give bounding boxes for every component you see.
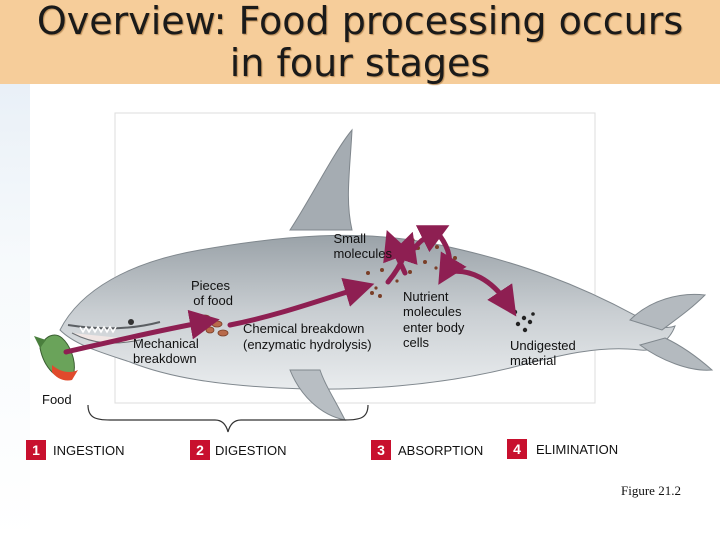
label-mechanical-2: breakdown bbox=[133, 351, 197, 366]
stage-2-label: DIGESTION bbox=[215, 443, 287, 458]
label-nutrient-4: cells bbox=[403, 335, 430, 350]
stage-1-label: INGESTION bbox=[53, 443, 125, 458]
label-chemical-1: Chemical breakdown bbox=[243, 321, 364, 336]
stage-3-label: ABSORPTION bbox=[398, 443, 483, 458]
figure-caption: Figure 21.2 bbox=[621, 483, 681, 498]
stage-2-number: 2 bbox=[196, 442, 204, 458]
label-chemical-2: (enzymatic hydrolysis) bbox=[243, 337, 372, 352]
label-nutrient-3: enter body bbox=[403, 320, 465, 335]
label-mechanical-1: Mechanical bbox=[133, 336, 199, 351]
label-small-molecules-1: Small bbox=[333, 231, 366, 246]
label-undigested-2: material bbox=[510, 353, 556, 368]
label-nutrient-1: Nutrient bbox=[403, 289, 449, 304]
label-undigested-1: Undigested bbox=[510, 338, 576, 353]
label-pieces-2: of food bbox=[193, 293, 233, 308]
stage-2: 2 DIGESTION bbox=[190, 440, 287, 460]
stage-1: 1 INGESTION bbox=[26, 440, 125, 460]
stage-4-label: ELIMINATION bbox=[536, 442, 618, 457]
stage-3: 3 ABSORPTION bbox=[371, 440, 483, 460]
label-pieces-1: Pieces bbox=[191, 278, 231, 293]
stage-1-number: 1 bbox=[32, 442, 40, 458]
stage-4-number: 4 bbox=[513, 441, 521, 457]
label-small-molecules-2: molecules bbox=[333, 246, 392, 261]
fish-icon bbox=[34, 335, 78, 380]
stage-3-number: 3 bbox=[377, 442, 385, 458]
stage-4: 4 ELIMINATION bbox=[507, 439, 618, 459]
label-nutrient-2: molecules bbox=[403, 304, 462, 319]
label-food: Food bbox=[42, 392, 72, 407]
